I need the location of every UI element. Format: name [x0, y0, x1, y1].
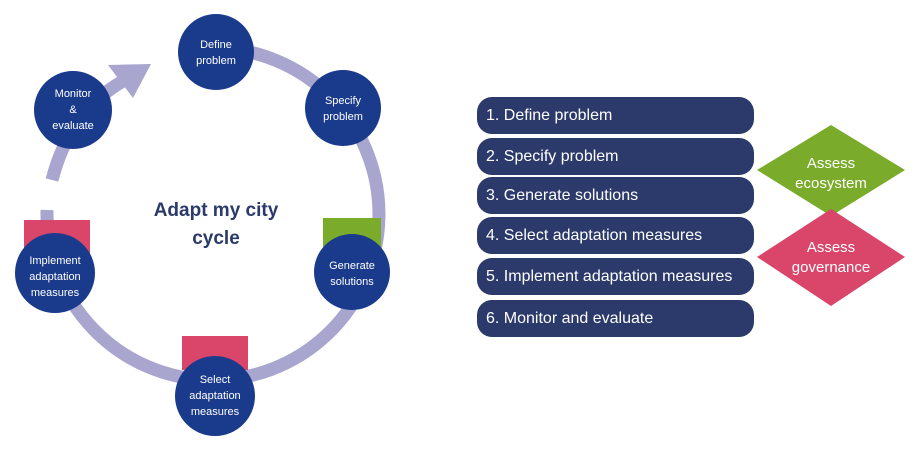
svg-text:solutions: solutions [330, 276, 374, 288]
node-specify-problem: Specify problem [305, 70, 381, 146]
svg-text:governance: governance [792, 259, 870, 276]
svg-text:ecosystem: ecosystem [795, 175, 867, 192]
assess-diamonds: Assess ecosystem Assess governance [757, 125, 905, 306]
svg-text:Implement: Implement [29, 255, 80, 267]
svg-text:Assess: Assess [807, 239, 855, 256]
svg-text:Define: Define [200, 39, 232, 51]
svg-text:Assess: Assess [807, 155, 855, 172]
step-implement-adaptation-measures: 5. Implement adaptation measures [477, 258, 754, 295]
step-generate-solutions: 3. Generate solutions [477, 177, 754, 214]
node-select-adaptation-measures: Select adaptation measures [175, 356, 255, 436]
step-define-problem: 1. Define problem [477, 97, 754, 134]
svg-text:adaptation: adaptation [189, 390, 240, 402]
svg-text:evaluate: evaluate [52, 120, 94, 132]
step-monitor-and-evaluate: 6. Monitor and evaluate [477, 300, 754, 337]
svg-text:&: & [69, 104, 77, 116]
assess-governance-diamond: Assess governance [757, 209, 905, 306]
cycle-title-line1: Adapt my city [154, 200, 279, 221]
assess-ecosystem-diamond: Assess ecosystem [757, 125, 905, 216]
svg-text:Select: Select [200, 374, 231, 386]
node-define-problem: Define problem [178, 14, 254, 90]
svg-text:Specify: Specify [325, 95, 362, 107]
node-implement-adaptation-measures: Implement adaptation measures [15, 233, 95, 313]
svg-text:measures: measures [31, 287, 80, 299]
step-specify-problem: 2. Specify problem [477, 138, 754, 175]
svg-text:problem: problem [196, 55, 236, 67]
svg-text:Generate: Generate [329, 260, 375, 272]
svg-text:Monitor: Monitor [55, 88, 92, 100]
svg-text:adaptation: adaptation [29, 271, 80, 283]
cycle-arrow-head [108, 64, 151, 98]
svg-text:problem: problem [323, 111, 363, 123]
node-generate-solutions: Generate solutions [314, 234, 390, 310]
svg-text:measures: measures [191, 406, 240, 418]
step-select-adaptation-measures: 4. Select adaptation measures [477, 217, 754, 254]
cycle-title-line2: cycle [192, 228, 240, 249]
node-monitor-evaluate: Monitor & evaluate [34, 71, 112, 149]
adapt-cycle-diagram: Adapt my city cycle Define problem Speci… [15, 14, 390, 436]
